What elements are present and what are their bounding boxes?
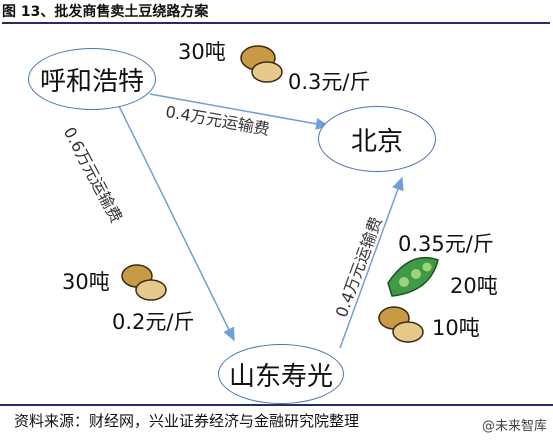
potato-icon: [240, 45, 283, 83]
shandong-quantity: 30吨: [62, 270, 110, 294]
arrow-hohhot-to-beijing: [149, 93, 330, 130]
beijing-pea-quantity: 20吨: [450, 274, 498, 298]
potato-icon: [121, 264, 167, 301]
node-shandong-shouguang: 山东寿光: [218, 344, 344, 404]
beijing-potato-quantity: 10吨: [432, 316, 480, 340]
beijing-pea-price: 0.35元/斤: [398, 232, 494, 256]
node-hohhot: 呼和浩特: [28, 48, 156, 110]
shandong-price: 0.2元/斤: [112, 310, 195, 334]
potato-icon: [378, 306, 424, 343]
hohhot-price: 0.3元/斤: [288, 70, 371, 94]
source-note: 资料来源：财经网，兴业证券经济与金融研究院整理: [0, 404, 553, 440]
figure-title: 图 13、批发商售卖土豆绕路方案: [2, 2, 550, 24]
watermark: @未来智库: [481, 419, 547, 434]
hohhot-quantity: 30吨: [178, 40, 226, 64]
node-beijing: 北京: [318, 106, 436, 172]
arrow-shandong-to-beijing: [339, 176, 404, 349]
arrow-hohhot-to-shandong: [117, 103, 235, 342]
pea-pod-icon: [387, 256, 439, 297]
